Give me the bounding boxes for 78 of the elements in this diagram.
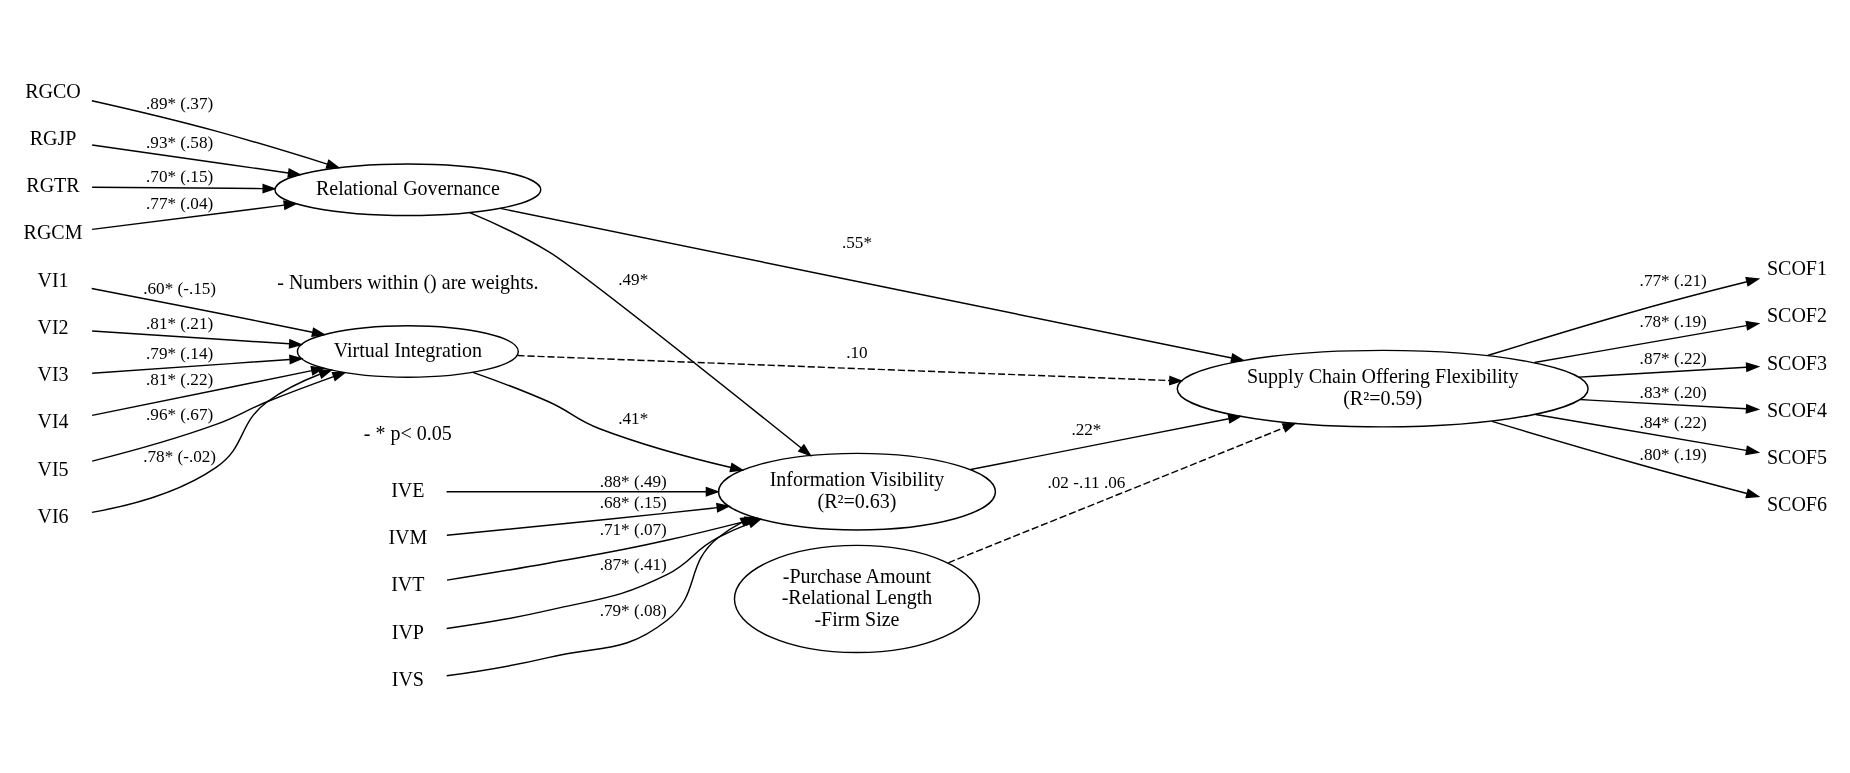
- edge-label: .10: [846, 343, 868, 363]
- edge-label: .83* (.20): [1639, 383, 1707, 403]
- node-text: IVE: [391, 478, 425, 501]
- edge-label: .70* (.15): [146, 167, 214, 187]
- node-ellipse: -Purchase Amount -Relational Length -Firm Size: [733, 544, 981, 654]
- edge-label: .84* (.22): [1639, 413, 1707, 433]
- label: - * p< 0.05: [363, 421, 452, 444]
- edge-label: .02 -.11 .06: [1047, 473, 1126, 493]
- node-text: VI1: [37, 268, 69, 291]
- edge-label: .96* (.67): [146, 404, 214, 424]
- edge-label: .87* (.22): [1639, 348, 1707, 368]
- arrow: [91, 371, 347, 462]
- arrow: [516, 354, 1184, 386]
- node-text: VI3: [37, 363, 69, 386]
- node-text: RGTR: [26, 174, 80, 197]
- arrow: [499, 207, 1246, 363]
- arrow: [1579, 398, 1761, 414]
- node-text: RGCM: [23, 221, 83, 244]
- edge-label: .68* (.15): [599, 493, 667, 513]
- edge-label: .79* (.08): [599, 600, 667, 620]
- edge-label: .78* (-.02): [143, 447, 217, 467]
- edge-label: .60* (-.15): [143, 278, 217, 298]
- arrow: [472, 371, 745, 473]
- edge-label: .93* (.58): [146, 132, 214, 152]
- arrow: [1491, 420, 1761, 499]
- edge-label: .41*: [618, 408, 649, 428]
- arrow: [445, 516, 755, 677]
- arrow: [91, 369, 333, 514]
- node-text: IVM: [388, 526, 428, 549]
- arrow: [91, 99, 341, 169]
- edge-label: .71* (.07): [599, 520, 667, 540]
- arrow: [969, 413, 1243, 471]
- edge-label: .80* (.19): [1639, 444, 1707, 464]
- node-text: IVP: [391, 620, 425, 643]
- node-ellipse: Relational Governance: [274, 163, 542, 217]
- edge-label: .55*: [841, 232, 872, 252]
- arrow: [91, 354, 304, 374]
- edge-label: .77* (.21): [1639, 271, 1707, 291]
- edge-label: .77* (.04): [146, 194, 214, 214]
- node-text: SCOF3: [1766, 351, 1828, 374]
- arrow: [1533, 320, 1761, 364]
- edge-label: .89* (.37): [146, 94, 214, 114]
- arrow: [1534, 413, 1761, 456]
- node-text: VI4: [37, 410, 69, 433]
- arrow: [91, 287, 327, 338]
- node-text: RGJP: [29, 126, 77, 149]
- arrow: [947, 422, 1297, 564]
- node-text: SCOF4: [1766, 398, 1828, 421]
- node-text: RGCO: [25, 79, 81, 102]
- arrow: [91, 183, 277, 194]
- arrow: [1578, 362, 1761, 378]
- edge-label: .49*: [618, 270, 649, 290]
- node-text: VI5: [37, 457, 69, 480]
- node-text: SCOF5: [1766, 446, 1828, 469]
- arrow: [91, 365, 326, 417]
- edge-label: .87* (.41): [599, 554, 667, 574]
- edge-label: .88* (.49): [599, 471, 667, 491]
- arrow: [468, 212, 812, 457]
- node-text: VI6: [37, 504, 69, 527]
- node-text: SCOF6: [1766, 493, 1828, 516]
- node-text: SCOF2: [1766, 304, 1828, 327]
- arrow: [445, 486, 721, 497]
- arrow: [91, 144, 303, 178]
- edge-label: .81* (.22): [146, 370, 214, 390]
- node-text: IVT: [391, 573, 425, 596]
- label: - Numbers within () are weights.: [277, 271, 539, 294]
- arrow: [91, 330, 304, 349]
- node-text: SCOF1: [1766, 257, 1828, 280]
- arrow: [446, 502, 731, 536]
- edge-label: .79* (.14): [146, 344, 214, 364]
- node-text: VI2: [37, 315, 69, 338]
- edge-label: .81* (.21): [146, 314, 214, 334]
- node-ellipse: Supply Chain Offering Flexibility (R²=0.59): [1176, 349, 1589, 428]
- edge-label: .22*: [1071, 420, 1102, 440]
- arrow: [91, 200, 298, 231]
- edge-label: .78* (.19): [1639, 311, 1707, 331]
- node-text: IVS: [391, 667, 425, 690]
- arrow: [1486, 277, 1761, 357]
